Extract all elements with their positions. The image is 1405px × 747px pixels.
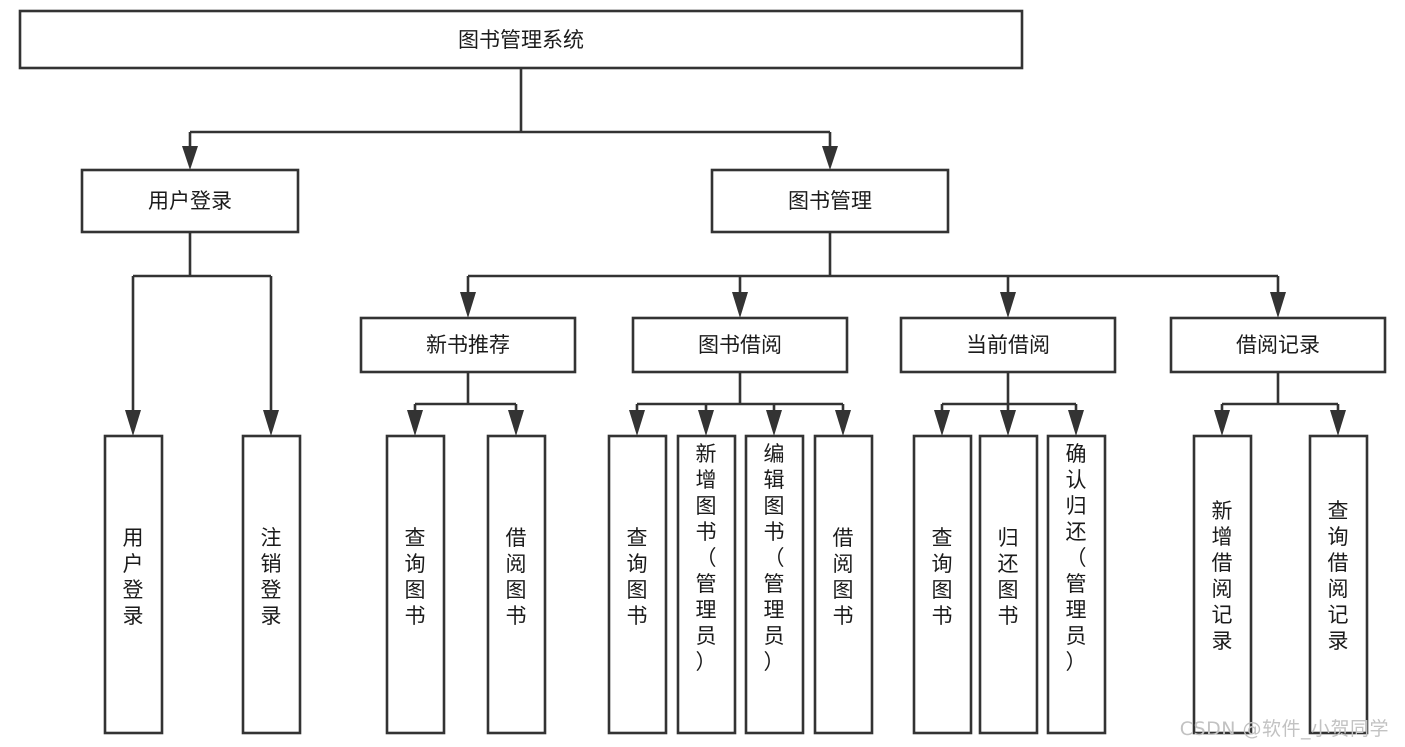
node-root-box[interactable]	[18, 9, 1024, 70]
node-book-borrow-label: 图书借阅	[698, 333, 782, 357]
arrowhead-leaf-borrow-book-2	[835, 410, 851, 436]
node-leaf-query-book-1[interactable]: 查询图书	[385, 434, 446, 735]
arrowhead-leaf-user-login	[125, 410, 141, 436]
node-leaf-query-book-2-label: 查询图书	[627, 526, 648, 628]
arrowhead-leaf-borrow-book-1	[508, 410, 524, 436]
arrowhead-leaf-edit-book	[766, 410, 782, 436]
node-book-manage-box[interactable]	[710, 168, 950, 234]
node-leaf-add-book-box[interactable]	[676, 434, 737, 735]
node-current-borrow[interactable]: 当前借阅	[899, 316, 1117, 374]
node-leaf-add-record[interactable]: 新增借阅记录	[1192, 434, 1253, 735]
node-book-manage[interactable]: 图书管理	[710, 168, 950, 234]
node-book-manage-label: 图书管理	[788, 189, 872, 213]
node-leaf-query-book-2-box[interactable]	[607, 434, 668, 735]
node-leaf-query-book-3-label: 查询图书	[932, 526, 953, 628]
watermark-label: CSDN @软件_小贺同学	[1179, 718, 1389, 740]
node-leaf-logout-login[interactable]: 注销登录	[241, 434, 302, 735]
node-leaf-return-book-label: 归还图书	[998, 526, 1019, 628]
arrowhead-book-borrow	[732, 292, 748, 318]
node-leaf-user-login-label: 用户登录	[123, 526, 144, 628]
node-leaf-edit-book-label: 编辑图书（管理员）	[764, 442, 785, 674]
node-leaf-logout-login-box[interactable]	[241, 434, 302, 735]
node-leaf-edit-book[interactable]: 编辑图书（管理员）	[744, 434, 805, 735]
node-leaf-query-book-1-box[interactable]	[385, 434, 446, 735]
node-borrow-record-box[interactable]	[1169, 316, 1387, 374]
arrowhead-user-login	[182, 146, 198, 170]
node-leaf-add-book-label: 新增图书（管理员）	[696, 442, 717, 674]
node-leaf-borrow-book-1[interactable]: 借阅图书	[486, 434, 547, 735]
arrowhead-leaf-query-book-2	[629, 410, 645, 436]
node-leaf-query-book-1-label: 查询图书	[405, 526, 426, 628]
node-current-borrow-box[interactable]	[899, 316, 1117, 374]
node-current-borrow-label: 当前借阅	[966, 333, 1050, 357]
arrowhead-new-book-recommend	[460, 292, 476, 318]
node-leaf-add-record-label: 新增借阅记录	[1212, 499, 1233, 653]
node-user-login-box[interactable]	[80, 168, 300, 234]
arrowhead-leaf-query-record	[1330, 410, 1346, 436]
node-leaf-query-record[interactable]: 查询借阅记录	[1308, 434, 1369, 735]
node-new-book-recommend-box[interactable]	[359, 316, 577, 374]
arrowhead-leaf-add-book	[698, 410, 714, 436]
node-leaf-query-book-3[interactable]: 查询图书	[912, 434, 973, 735]
arrowhead-borrow-record	[1270, 292, 1286, 318]
node-leaf-edit-book-box[interactable]	[744, 434, 805, 735]
arrowhead-leaf-logout-login	[263, 410, 279, 436]
arrowhead-leaf-return-book	[1000, 410, 1016, 436]
arrowhead-current-borrow	[1000, 292, 1016, 318]
arrowhead-leaf-confirm-return	[1068, 410, 1084, 436]
node-leaf-return-book-box[interactable]	[978, 434, 1039, 735]
node-leaf-borrow-book-2[interactable]: 借阅图书	[813, 434, 874, 735]
node-leaf-return-book[interactable]: 归还图书	[978, 434, 1039, 735]
node-leaf-confirm-return[interactable]: 确认归还（管理员）	[1046, 434, 1107, 735]
node-new-book-recommend[interactable]: 新书推荐	[359, 316, 577, 374]
node-user-login-label: 用户登录	[148, 189, 232, 213]
node-borrow-record-label: 借阅记录	[1236, 333, 1320, 357]
arrowhead-leaf-query-book-3	[934, 410, 950, 436]
node-leaf-query-record-box[interactable]	[1308, 434, 1369, 735]
node-leaf-borrow-book-1-box[interactable]	[486, 434, 547, 735]
arrowhead-leaf-add-record	[1214, 410, 1230, 436]
node-leaf-user-login-box[interactable]	[103, 434, 164, 735]
node-borrow-record[interactable]: 借阅记录	[1169, 316, 1387, 374]
arrowhead-leaf-query-book-1	[407, 410, 423, 436]
node-leaf-add-book[interactable]: 新增图书（管理员）	[676, 434, 737, 735]
node-leaf-logout-login-label: 注销登录	[261, 526, 282, 628]
node-book-borrow-box[interactable]	[631, 316, 849, 374]
arrowhead-book-manage	[822, 146, 838, 170]
node-leaf-confirm-return-label: 确认归还（管理员）	[1066, 442, 1087, 674]
node-leaf-confirm-return-box[interactable]	[1046, 434, 1107, 735]
node-leaf-borrow-book-1-label: 借阅图书	[506, 526, 527, 628]
connector-layer	[125, 68, 1346, 436]
node-root-label: 图书管理系统	[458, 28, 584, 52]
node-user-login[interactable]: 用户登录	[80, 168, 300, 234]
node-leaf-query-book-2[interactable]: 查询图书	[607, 434, 668, 735]
node-leaf-user-login[interactable]: 用户登录	[103, 434, 164, 735]
node-leaf-add-record-box[interactable]	[1192, 434, 1253, 735]
node-leaf-query-record-label: 查询借阅记录	[1328, 499, 1349, 653]
node-leaf-query-book-3-box[interactable]	[912, 434, 973, 735]
node-new-book-recommend-label: 新书推荐	[426, 333, 510, 357]
node-root[interactable]: 图书管理系统	[18, 9, 1024, 70]
node-leaf-borrow-book-2-box[interactable]	[813, 434, 874, 735]
node-leaf-borrow-book-2-label: 借阅图书	[833, 526, 854, 628]
node-book-borrow[interactable]: 图书借阅	[631, 316, 849, 374]
